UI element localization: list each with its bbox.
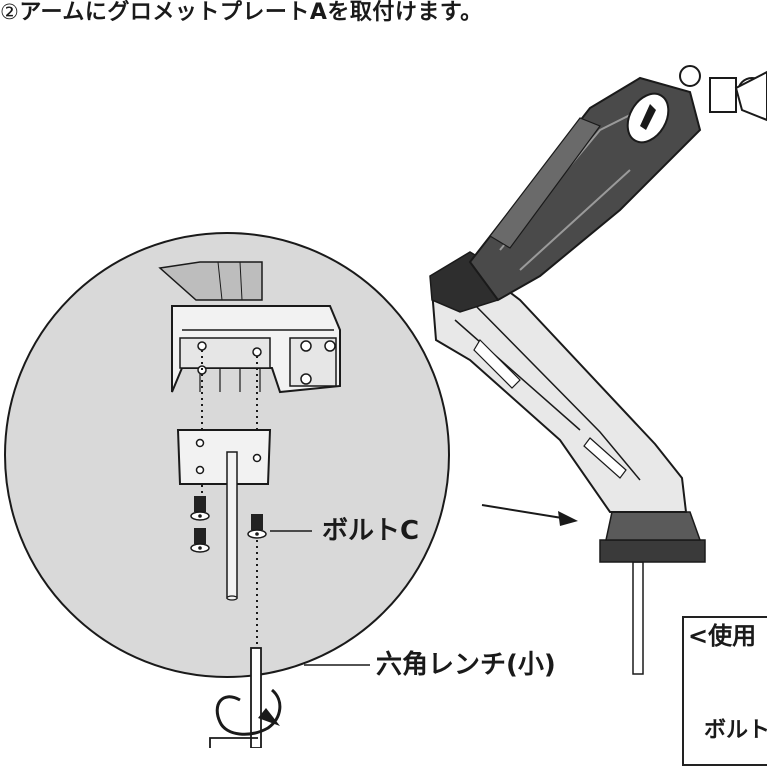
instruction-text: アームにグロメットプレートAを取付けます。: [19, 0, 483, 25]
hex-wrench-label: 六角レンチ(小): [376, 650, 556, 680]
detail-circle: [4, 232, 450, 678]
assembly-illustration: [4, 65, 767, 748]
direction-arrow-icon: [481, 504, 578, 526]
bolt-c-label: ボルトC: [322, 516, 420, 546]
grommet-plate-a: [176, 429, 272, 485]
bolt-c-icon: [190, 496, 267, 553]
usage-box-text: ボルト: [704, 718, 767, 743]
threaded-rod: [226, 451, 238, 601]
arm-logo-icon: [626, 92, 670, 144]
arm-base-underside: [171, 305, 341, 394]
step-number: ②: [0, 0, 20, 24]
usage-box-title: <使用: [688, 622, 757, 650]
rotation-arrow-icon: [215, 688, 282, 736]
monitor-arm-illustration: [429, 65, 767, 675]
usage-info-box: <使用 ボルト: [682, 616, 767, 766]
hex-wrench-icon: [209, 647, 262, 748]
instruction-heading: ②アームにグロメットプレートAを取付けます。: [0, 0, 767, 36]
